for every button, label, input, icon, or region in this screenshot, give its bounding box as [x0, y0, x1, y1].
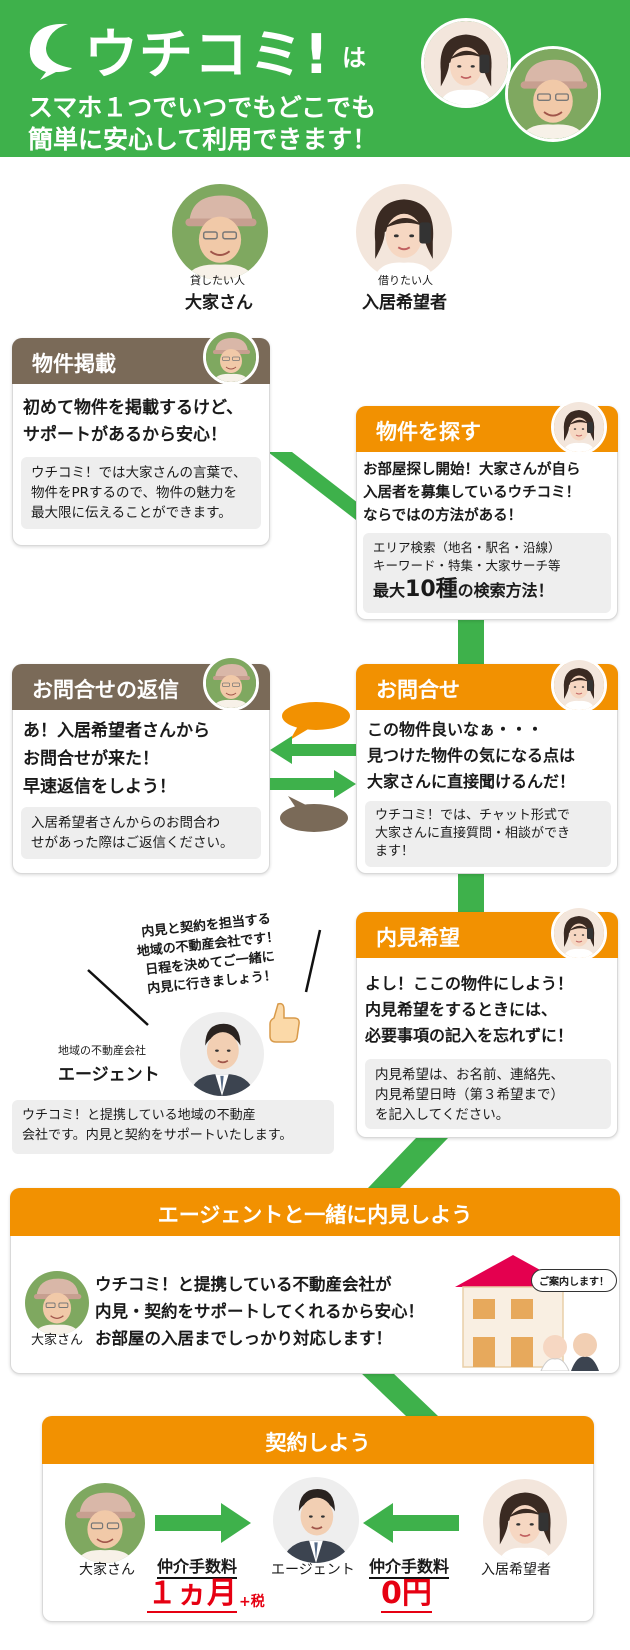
landlord-avatar-small — [203, 655, 259, 711]
visit-main: ウチコミ！と提携している不動産会社が 内見・契約をサポートしてくれるから安心！ … — [95, 1275, 425, 1348]
reply-main: あ！入居希望者さんから お問合せが来た！ 早速返信をしよう！ — [23, 721, 210, 797]
logo-suffix: は — [342, 44, 366, 72]
contract-agent: エージェント — [271, 1562, 355, 1578]
contract-landlord: 大家さん — [79, 1562, 135, 1578]
header-tagline-2: 簡単に安心して利用できます！ — [28, 125, 378, 154]
inquiry-card: お問合せ この物件良いなぁ・・・ 見つけた物件の気になる点は 大家さんに直接聞け… — [356, 657, 618, 874]
landlord-role: 貸したい人 — [190, 274, 245, 287]
contract-seeker: 入居希望者 — [481, 1562, 551, 1578]
agent-speech: 内見と契約を担当する 地域の不動産会社です！ 日程を決めてご一緒に 内見に行きま… — [136, 911, 280, 997]
viewing-card: 内見希望 よし！ここの物件にしよう！ 内見希望をするときには、 必要事項の記入を… — [356, 905, 618, 1138]
inquiry-sub: ウチコミ！では、チャット形式で 大家さんに直接質問・相談ができ ます！ — [365, 801, 611, 867]
arrow-left-icon — [270, 736, 356, 764]
listing-sub: ウチコミ！では大家さんの言葉で、 物件をPRするので、物件の魅力を 最大限に伝え… — [21, 457, 261, 529]
seeker-name: 入居希望者 — [362, 293, 447, 313]
listing-card: 物件掲載 初めて物件を掲載するけど、 サポートがあるから安心！ ウチコミ！では大… — [12, 329, 270, 546]
landlord-avatar-small — [25, 1271, 89, 1335]
woman-avatar — [421, 18, 511, 108]
agent-desc: ウチコミ！と提携している地域の不動産 会社です。内見と契約をサポートいたします。 — [12, 1100, 334, 1154]
search-main: お部屋探し開始！大家さんが自ら 入居者を募集しているウチコミ！ ならではの方法が… — [363, 462, 581, 524]
header-tagline-1: スマホ１つでいつでもどこでも — [28, 93, 377, 122]
search-sub: エリア検索（地名・駅名・沿線） キーワード・特集・大家サーチ等 最大10種の検索… — [363, 533, 611, 613]
speech-bubble-icon — [29, 23, 72, 80]
seeker-avatar-small — [551, 399, 607, 455]
visit-person: 大家さん — [31, 1333, 84, 1348]
seeker-fee-label: 仲介手数料 — [369, 1553, 450, 1579]
agent-speech-lines — [87, 929, 322, 1026]
seeker-avatar — [483, 1479, 567, 1563]
speech-bubble-icon — [280, 804, 348, 832]
reply-sub: 入居希望者さんからのお問合わ せがあった際はご返信ください。 — [21, 807, 261, 859]
visit-bubble: ご案内します！ — [531, 1269, 617, 1292]
arrow-left-icon — [363, 1503, 459, 1543]
viewing-main: よし！ここの物件にしよう！ 内見希望をするときには、 必要事項の記入を忘れずに！ — [365, 974, 574, 1045]
landlord-fee-label: 仲介手数料 — [157, 1553, 238, 1579]
inquiry-main: この物件良いなぁ・・・ 見つけた物件の気になる点は 大家さんに直接聞けるんだ！ — [367, 720, 576, 791]
arrow-right-icon — [155, 1503, 251, 1543]
visit-banner: エージェントと一緒に内見しよう — [10, 1188, 620, 1236]
seeker-avatar-small — [551, 657, 607, 713]
seeker-avatar-small — [551, 905, 607, 961]
seeker-avatar — [356, 184, 452, 280]
listing-main: 初めて物件を掲載するけど、 サポートがあるから安心！ — [23, 398, 244, 445]
old-man-avatar — [505, 46, 601, 142]
reply-card: お問合せの返信 あ！入居希望者さんから お問合せが来た！ 早速返信をしよう！ 入… — [12, 655, 270, 874]
arrow-right-icon — [270, 770, 356, 798]
contract-banner: 契約しよう — [42, 1416, 594, 1464]
agent-name: エージェント — [58, 1065, 160, 1085]
contract-card: 契約しよう 大家さん エージェント 入居希望者 仲介手数料 １ヵ月 +税 仲介手… — [42, 1416, 594, 1622]
thumbs-up-icon — [269, 1002, 300, 1043]
logo-text: ウチコミ! — [84, 23, 330, 86]
landlord-name: 大家さん — [185, 293, 253, 313]
search-card: 物件を探す お部屋探し開始！大家さんが自ら 入居者を募集しているウチコミ！ なら… — [356, 399, 618, 620]
seeker-fee: 0円 — [381, 1576, 432, 1613]
landlord-fee: １ヵ月 — [147, 1576, 237, 1613]
chat-exchange — [270, 702, 356, 832]
landlord-avatar — [65, 1483, 145, 1563]
house-icon — [455, 1255, 599, 1371]
search-methods: 最大10種の検索方法！ — [373, 577, 554, 602]
seeker-role: 借りたい人 — [378, 274, 433, 287]
landlord-avatar — [172, 184, 268, 280]
header-banner: ウチコミ! は スマホ１つでいつでもどこでも 簡単に安心して利用できます！ — [0, 0, 630, 157]
agent-avatar — [180, 1012, 264, 1096]
landlord-fee-tax: +税 — [239, 1594, 265, 1610]
agent-avatar — [273, 1477, 359, 1563]
landlord-avatar-small — [203, 329, 259, 385]
visit-card: エージェントと一緒に内見しよう 大家さん ウチコミ！と提携している不動産会社が … — [10, 1188, 620, 1374]
viewing-sub: 内見希望は、お名前、連絡先、 内見希望日時（第３希望まで） を記入してください。 — [365, 1059, 611, 1129]
agent-role: 地域の不動産会社 — [58, 1044, 146, 1057]
speech-bubble-icon — [282, 702, 350, 730]
